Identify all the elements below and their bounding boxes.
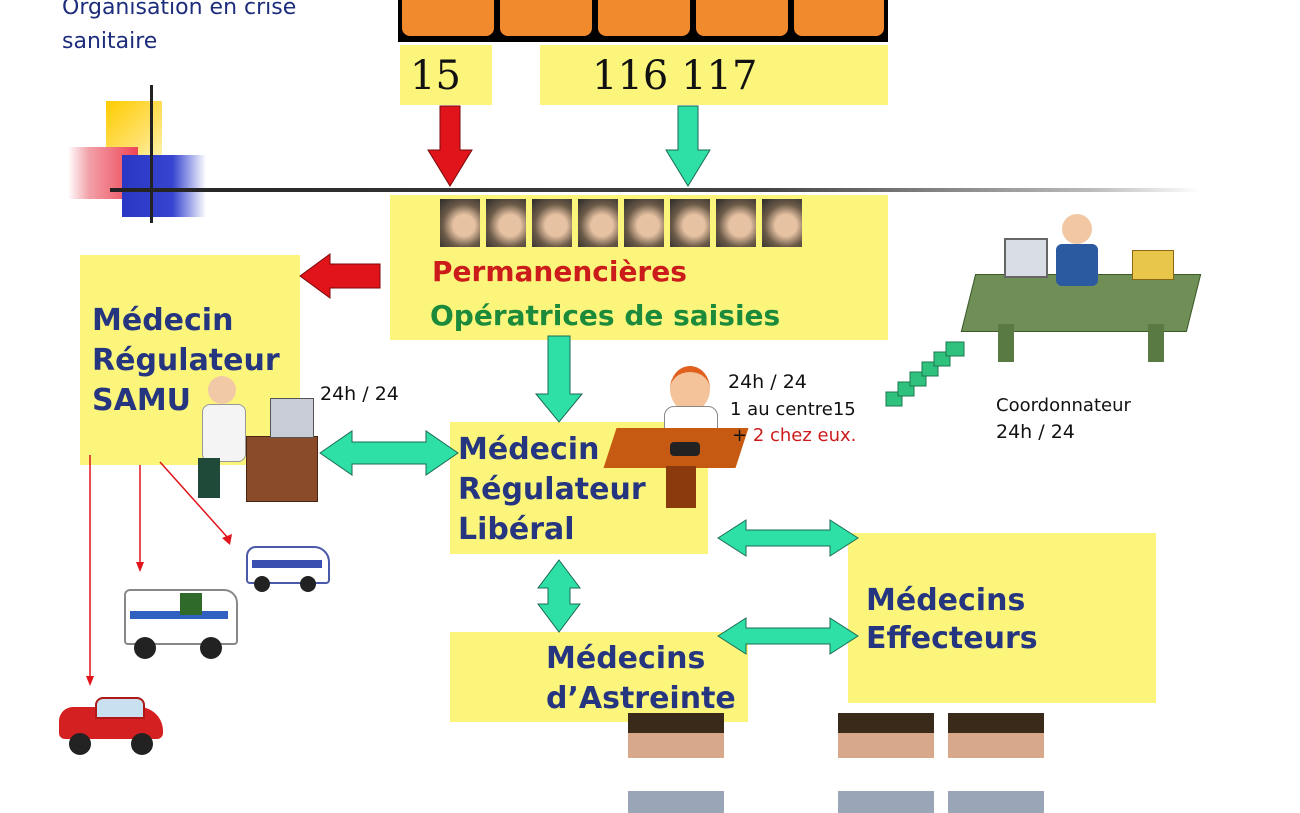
logo-vertical-line [150, 85, 153, 223]
arrow-15-to-reception [427, 105, 473, 187]
effecteurs-line-2: Effecteurs [866, 621, 1038, 656]
number-116117-box [540, 45, 888, 105]
astreinte-box [450, 632, 748, 722]
coordinator-label: Coordonnateur [996, 395, 1131, 416]
number-15: 15 [410, 53, 461, 99]
samu-hours: 24h / 24 [320, 383, 399, 405]
operatrices-label: Opératrices de saisies [430, 299, 781, 332]
samu-box [80, 255, 300, 465]
astreinte-line-1: Médecins [546, 641, 706, 676]
fire-car-icon [55, 693, 167, 757]
phone-stack-icon [398, 0, 888, 42]
samu-line-3: SAMU [92, 383, 192, 418]
astreinte-line-2: d’Astreinte [546, 681, 736, 716]
logo-decoration [60, 85, 1300, 225]
liberal-plus: + [732, 425, 748, 446]
arrow-astreinte-effecteurs [717, 617, 859, 655]
police-van-icon [242, 538, 330, 592]
logo-blue-square [122, 155, 206, 217]
arrow-reception-to-liberal [534, 335, 584, 423]
samu-line-1: Médecin [92, 303, 234, 338]
operators-icon [440, 199, 806, 249]
number-15-box [400, 45, 492, 105]
liberal-home: + 2 chez eux. [732, 425, 856, 446]
horizontal-rule [110, 188, 1200, 192]
samu-line-2: Régulateur [92, 343, 280, 378]
liberal-line-1: Médecin [458, 432, 600, 467]
phone-operator-icon [603, 362, 749, 512]
title-line-1: Organisation en crise [62, 0, 297, 20]
title-line-2: sanitaire [62, 29, 158, 54]
effecteurs-line-1: Médecins [866, 583, 1026, 618]
liberal-centre: 1 au centre15 [730, 399, 856, 420]
masked-doctor-icon [628, 713, 724, 813]
effecteurs-box [848, 533, 1156, 703]
ambulance-icon [120, 583, 238, 661]
liberal-line-3: Libéral [458, 512, 575, 547]
masked-doctor-icon [838, 713, 934, 813]
masked-doctor-icon [948, 713, 1044, 813]
arrow-reception-to-samu [299, 253, 381, 299]
liberal-chez: 2 chez eux. [752, 425, 857, 446]
liberal-hours: 24h / 24 [728, 371, 807, 393]
coordinator-desk-icon [960, 214, 1202, 364]
doctor-computer-icon [198, 376, 320, 502]
coordinator-hours: 24h / 24 [996, 421, 1075, 443]
arrow-samu-liberal [319, 430, 459, 476]
arrow-liberal-astreinte [537, 559, 581, 633]
arrow-liberal-effecteurs [717, 519, 859, 557]
permanencieres-label: Permanencières [432, 255, 687, 288]
coordinator-connector [885, 341, 965, 407]
dispatch-line-police [159, 461, 229, 539]
number-116117: 116 117 [592, 53, 758, 99]
liberal-line-2: Régulateur [458, 472, 646, 507]
arrow-116117-to-reception [665, 105, 711, 187]
